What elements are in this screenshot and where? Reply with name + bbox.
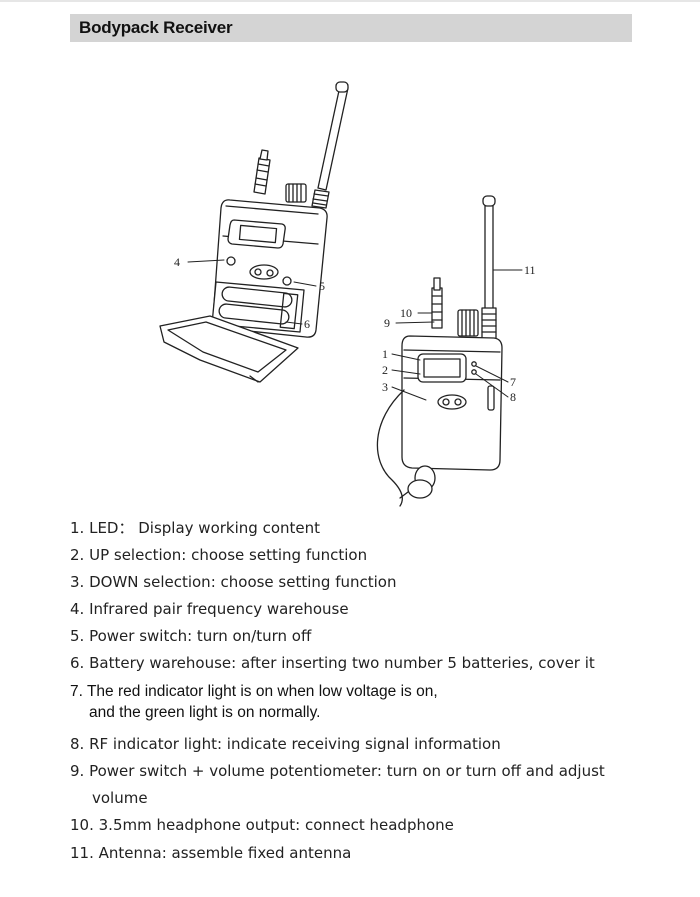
callout-10: 10 <box>400 306 412 320</box>
list-item-8: 8. RF indicator light: indicate receivin… <box>70 735 501 753</box>
callout-2: 2 <box>382 363 388 377</box>
callout-9: 9 <box>384 316 390 330</box>
list-item-9-continuation: volume <box>92 789 148 807</box>
list-item-5: 5. Power switch: turn on/turn off <box>70 627 312 645</box>
list-item-1: 1. LED： Display working content <box>70 519 320 537</box>
device-diagram: 4 5 6 1 2 3 7 8 9 10 11 <box>159 81 536 507</box>
list-item-3: 3. DOWN selection: choose setting functi… <box>70 573 397 591</box>
list-item-7-continuation: and the green light is on normally. <box>89 704 321 721</box>
list-item-2: 2. UP selection: choose setting function <box>70 546 368 564</box>
list-item-9: 9. Power switch + volume potentiometer: … <box>70 762 605 780</box>
callout-5: 5 <box>319 279 325 293</box>
callout-8: 8 <box>510 390 516 404</box>
top-rule <box>0 0 700 2</box>
callout-1: 1 <box>382 347 388 361</box>
callout-3: 3 <box>382 380 388 394</box>
list-item-6: 6. Battery warehouse: after inserting tw… <box>70 654 595 672</box>
section-header: Bodypack Receiver <box>70 14 632 42</box>
list-item-4: 4. Infrared pair frequency warehouse <box>70 600 349 618</box>
receiver-open-view <box>159 81 349 383</box>
callout-11: 11 <box>524 263 536 277</box>
device-illustration: 4 5 6 1 2 3 7 8 9 10 11 <box>0 60 700 510</box>
callout-4: 4 <box>174 255 180 269</box>
list-item-11: 11. Antenna: assemble fixed antenna <box>70 844 352 862</box>
callout-7: 7 <box>510 375 516 389</box>
callout-6: 6 <box>304 317 310 331</box>
receiver-front-view <box>376 195 503 507</box>
list-item-10: 10. 3.5mm headphone output: connect head… <box>70 816 454 834</box>
list-item-7: 7. The red indicator light is on when lo… <box>70 683 438 700</box>
page-title: Bodypack Receiver <box>79 18 233 37</box>
